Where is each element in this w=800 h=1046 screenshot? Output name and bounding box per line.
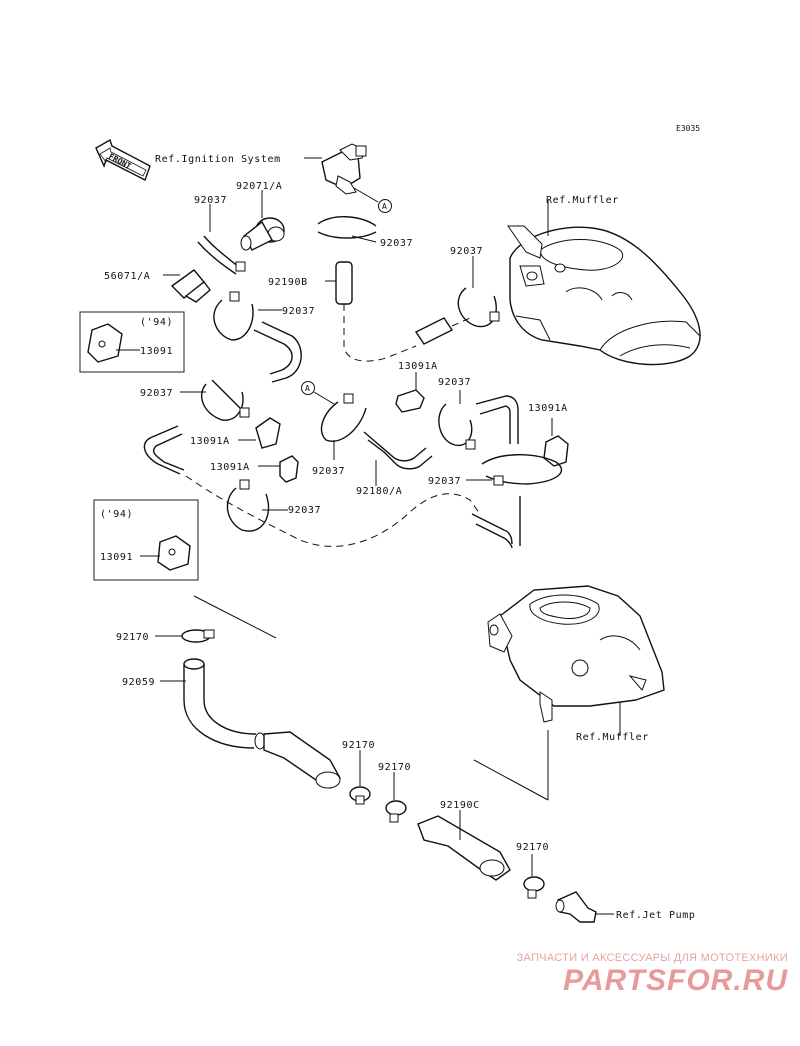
pad-13091a-2: [279, 455, 299, 483]
bent-hose-mid-left: [143, 425, 181, 475]
callout-92170-3: 92170: [378, 762, 411, 773]
callout-92037-3: 92037: [282, 306, 315, 317]
bent-hose-mid-right: [475, 395, 519, 444]
fitting-56071a: [170, 269, 211, 303]
hose-clamp-92170-3: [385, 800, 407, 823]
connector-mark-a-mid: A: [305, 384, 310, 393]
hose-clamp-92037-mid-left: [201, 379, 250, 421]
callout-92190c: 92190C: [440, 800, 480, 811]
hose-92180a: [363, 431, 427, 462]
callout-13091a-1: 13091A: [398, 361, 438, 372]
rubber-block-13091: [87, 323, 123, 363]
hose-clamp-92037: [197, 235, 246, 275]
hose-clamp-92170-1: [181, 629, 215, 643]
muffler-bottom-part: [487, 585, 665, 723]
ignition-system-part: [321, 143, 367, 195]
hose-clamp-92037-right-lower: [481, 454, 563, 486]
pad-13091a-1: [255, 417, 281, 449]
hose-clamp-92037-lower: [213, 291, 254, 341]
callout-13091a-4: 13091A: [210, 462, 250, 473]
front-arrow-icon: FRONT: [95, 138, 151, 181]
hose-clamp-92037-center: [320, 393, 367, 442]
callout-92037-7: 92037: [312, 466, 345, 477]
box2-year-label: ('94): [100, 509, 133, 520]
year-note-box-2: [93, 499, 199, 581]
watermark: ЗАПЧАСТИ И АКСЕССУАРЫ ДЛЯ МОТОТЕХНИКИ PA…: [488, 952, 788, 998]
callout-92037-2: 92037: [380, 238, 413, 249]
callout-92037-1: 92037: [194, 195, 227, 206]
callout-92037-8: 92037: [428, 476, 461, 487]
bent-hose-left: [253, 329, 293, 375]
hose-segment-mid: [414, 317, 454, 345]
callout-13091a-3: 13091A: [190, 436, 230, 447]
callout-ref-ignition-system: Ref.Ignition System: [155, 154, 281, 165]
hose-clamp-92170-4: [523, 876, 545, 899]
callout-92037-9: 92037: [288, 505, 321, 516]
callout-ref-muffler-bottom: Ref.Muffler: [576, 732, 649, 743]
callout-ref-jet-pump: Ref.Jet Pump: [616, 910, 695, 921]
callout-13091-2: 13091: [100, 552, 133, 563]
callout-92059: 92059: [122, 677, 155, 688]
callout-92170-2: 92170: [342, 740, 375, 751]
hose-clamp-92170-2: [349, 786, 371, 805]
hose-92190c: [417, 815, 511, 881]
rubber-block-13091-2: [157, 535, 191, 571]
callout-13091-1: 13091: [140, 346, 173, 357]
callout-92170-4: 92170: [516, 842, 549, 853]
hose-92059: [183, 658, 341, 789]
callout-92071a: 92071/A: [236, 181, 282, 192]
callout-92037-5: 92037: [438, 377, 471, 388]
box1-year-label: ('94): [140, 317, 173, 328]
callout-92170-1: 92170: [116, 632, 149, 643]
hose-clamp-92037-center-right: [438, 403, 476, 450]
callout-13091a-2: 13091A: [528, 403, 568, 414]
watermark-logo: PARTSFOR.RU: [563, 964, 788, 997]
hose-clamp-92037-lower-center: [226, 479, 270, 532]
muffler-top-part: [507, 225, 701, 366]
hose-clamp-92037-muffler: [457, 287, 500, 328]
callout-92190b: 92190B: [268, 277, 308, 288]
hose-clamp-92037-upper: [317, 216, 377, 239]
callout-92180a: 92180/A: [356, 486, 402, 497]
diagram-code: E3035: [676, 124, 700, 133]
callout-92037-6: 92037: [140, 388, 173, 399]
cap-fitting-92071a: [240, 217, 285, 251]
bent-hose-lower-right: [471, 513, 513, 545]
connector-mark-a-top: A: [382, 202, 387, 211]
year-note-box-1: [79, 311, 185, 373]
jet-pump-fitting: [555, 891, 597, 923]
hose-92190b: [335, 261, 353, 305]
watermark-tagline: ЗАПЧАСТИ И АКСЕССУАРЫ ДЛЯ МОТОТЕХНИКИ: [516, 952, 788, 964]
callout-56071a: 56071/A: [104, 271, 150, 282]
pad-13091a-3: [395, 389, 425, 413]
callout-92037-4: 92037: [450, 246, 483, 257]
callout-ref-muffler-top: Ref.Muffler: [546, 195, 619, 206]
